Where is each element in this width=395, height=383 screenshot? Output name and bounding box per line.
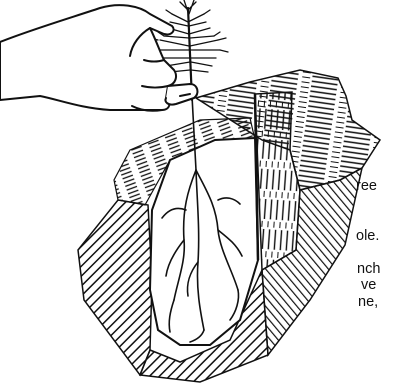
text-fragment-3: nch <box>357 261 380 278</box>
text-fragment-5: ne, <box>358 294 380 311</box>
text-fragment-2: ole. <box>356 228 380 245</box>
text-fragment-4: ve <box>361 277 380 294</box>
text-fragment-1: ree <box>356 178 380 195</box>
instruction-text-fragments: ree ole. nch ve ne, <box>0 178 380 310</box>
